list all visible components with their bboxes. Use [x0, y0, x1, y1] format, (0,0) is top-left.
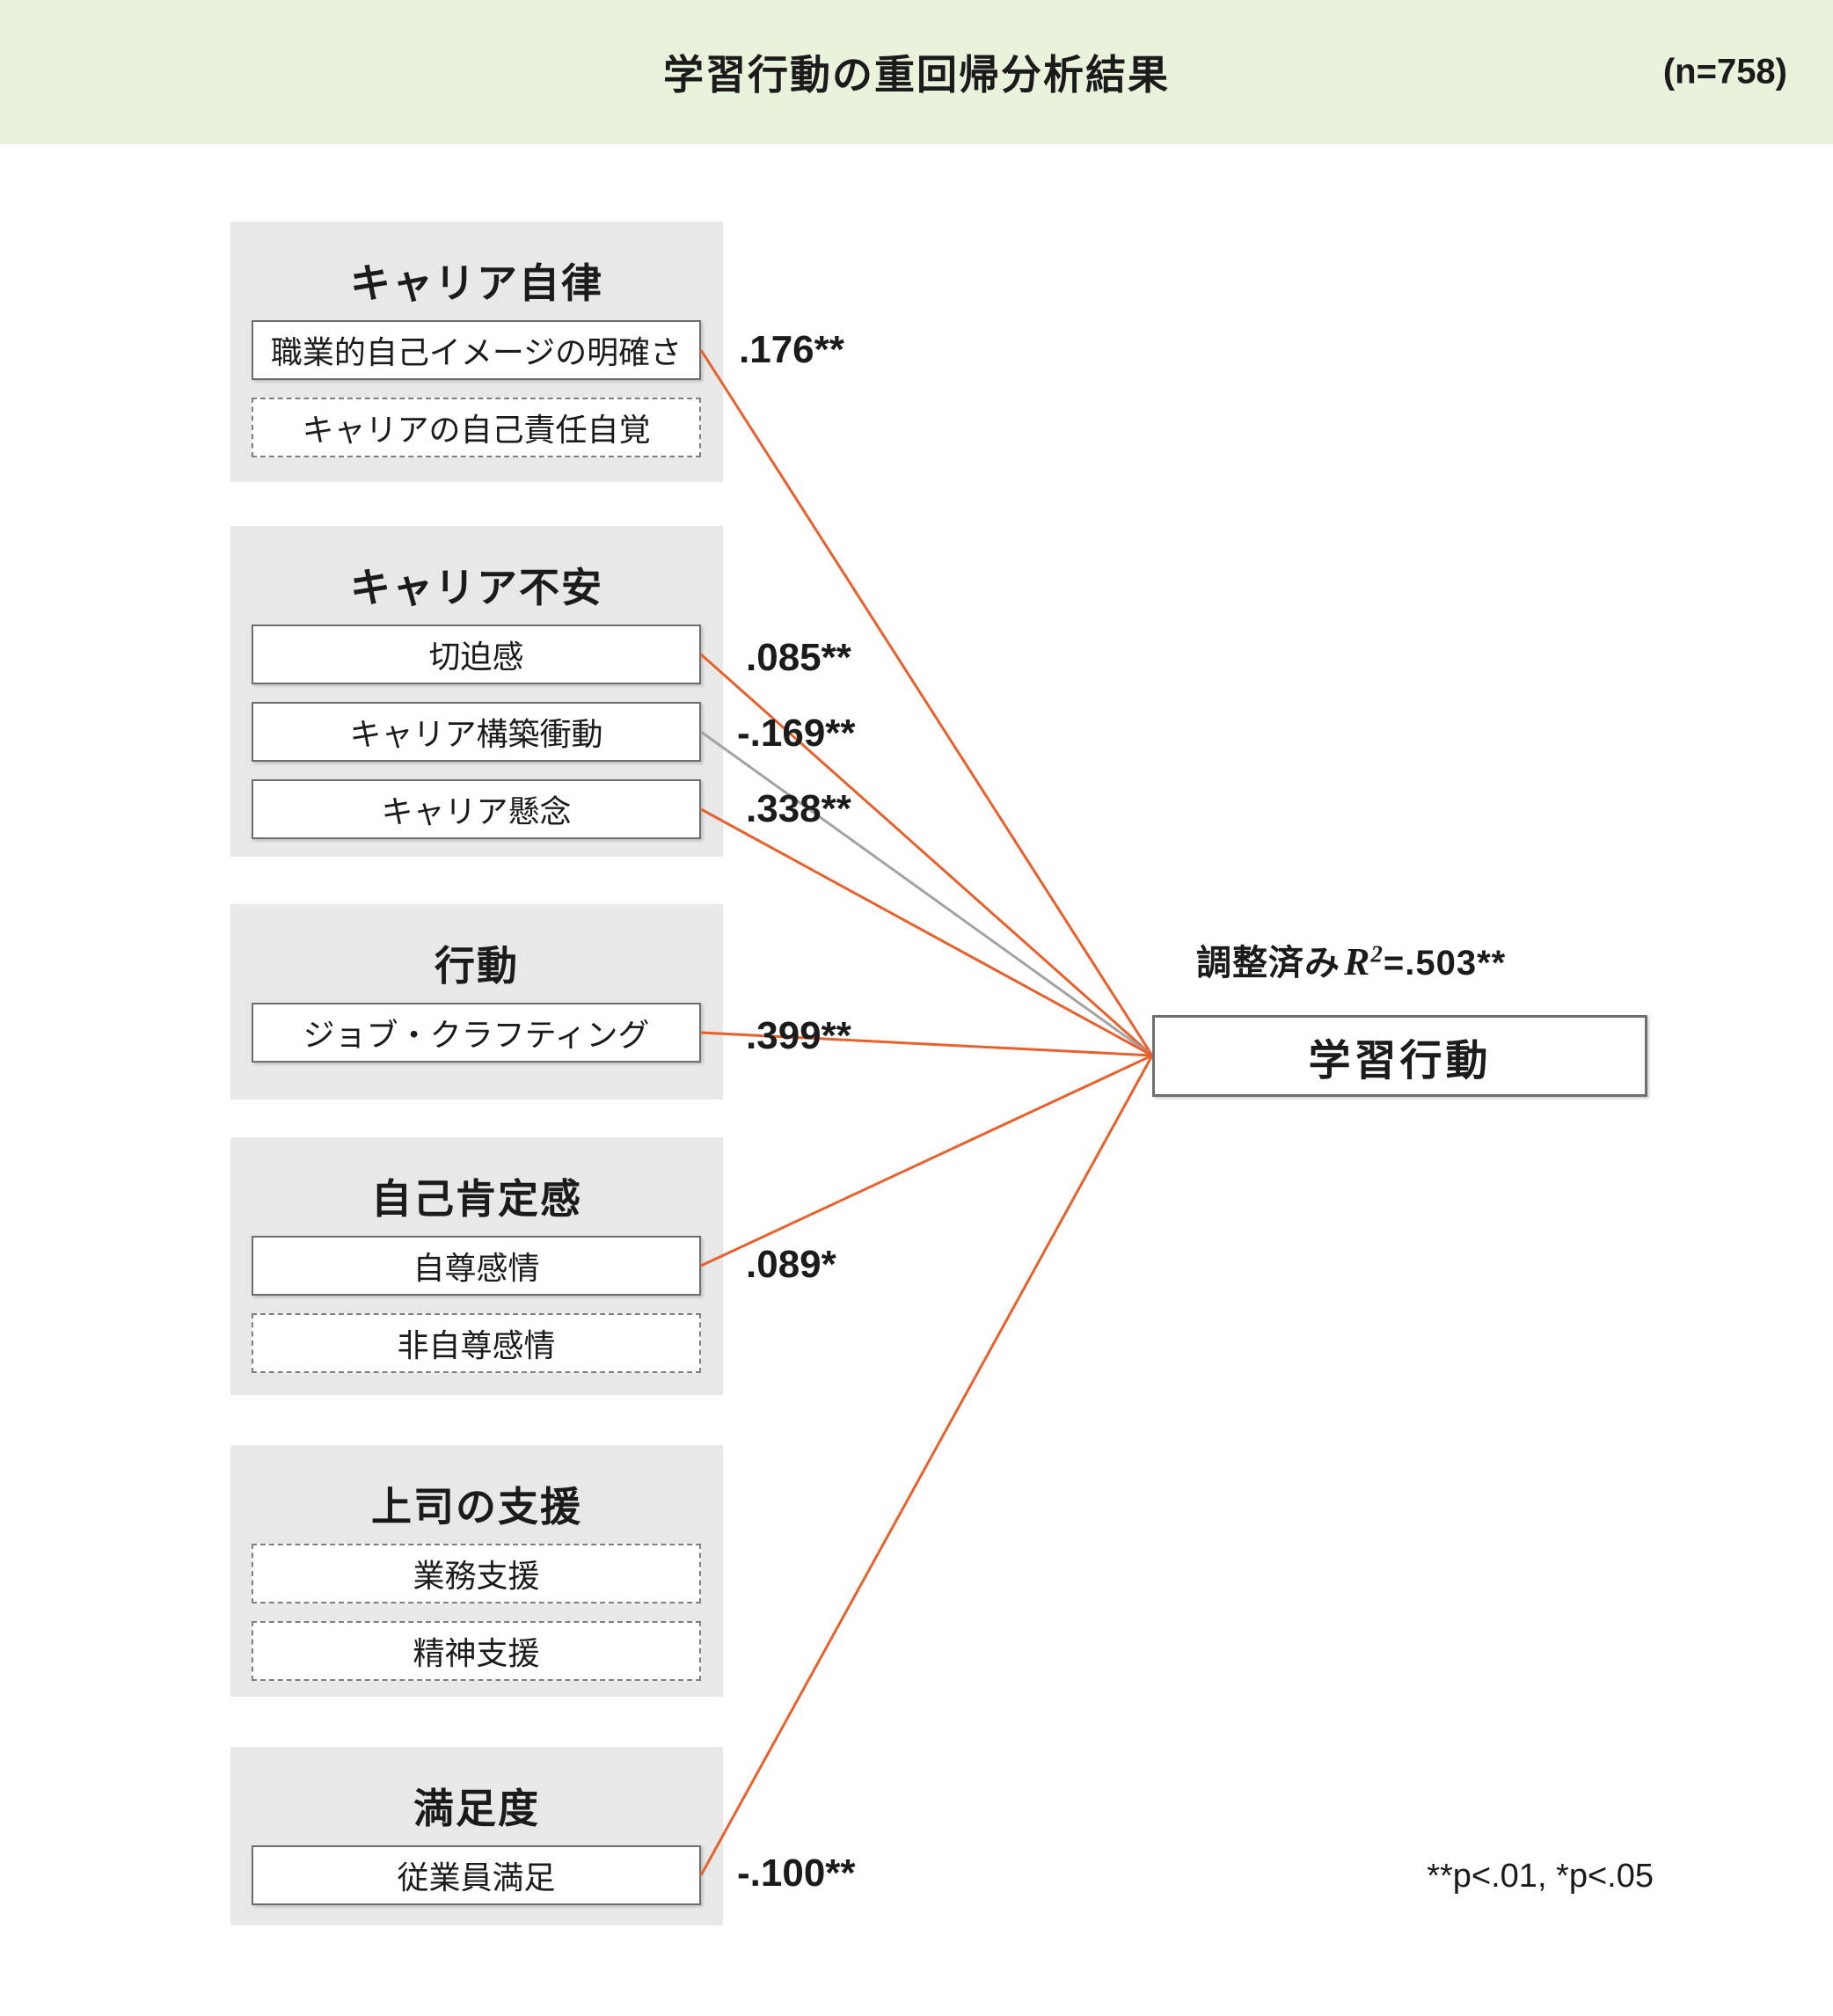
page-title: 学習行動の重回帰分析結果: [663, 52, 1170, 98]
path-line: [700, 1054, 1153, 1267]
path-line: [699, 349, 1154, 1056]
item-box: キャリア懸念: [252, 779, 701, 839]
path-line: [700, 730, 1153, 1057]
item-box: 自尊感情: [252, 1236, 701, 1296]
coefficient-label: -.100**: [737, 1852, 856, 1895]
header-band: 学習行動の重回帰分析結果 (n=758): [0, 0, 1833, 144]
item-box: 業務支援: [252, 1544, 701, 1603]
r2-prefix: 調整済み: [1196, 944, 1340, 982]
item-box: 切迫感: [252, 625, 701, 684]
group-box: 上司の支援業務支援精神支援: [230, 1445, 723, 1697]
item-box: 職業的自己イメージの明確さ: [252, 320, 701, 380]
item-box: 非自尊感情: [252, 1313, 701, 1373]
group-box: キャリア不安切迫感キャリア構築衝動キャリア懸念: [230, 526, 723, 857]
sample-size-label: (n=758): [1662, 52, 1787, 91]
coefficient-label: .089*: [746, 1243, 836, 1286]
group-title: 行動: [435, 943, 519, 989]
r2-variable: R: [1344, 940, 1371, 983]
coefficient-label: .176**: [739, 328, 844, 371]
r2-superscript: 2: [1370, 940, 1384, 968]
coefficient-label: -.169**: [737, 712, 856, 755]
outcome-box: 学習行動: [1152, 1015, 1647, 1097]
r-squared-label: 調整済みR2=.503**: [1196, 934, 1506, 985]
item-box: キャリアの自己責任自覚: [252, 398, 701, 457]
item-box: ジョブ・クラフティング: [252, 1003, 701, 1063]
group-box: 満足度従業員満足: [230, 1747, 723, 1925]
coefficient-label: .399**: [746, 1014, 851, 1057]
item-box: 従業員満足: [252, 1845, 701, 1905]
group-box: 行動ジョブ・クラフティング: [230, 904, 723, 1099]
group-box: キャリア自律職業的自己イメージの明確さキャリアの自己責任自覚: [230, 222, 723, 482]
coefficient-label: .085**: [746, 636, 851, 679]
group-title: 上司の支援: [371, 1484, 582, 1530]
outcome-label: 学習行動: [1308, 1037, 1492, 1085]
group-box: 自己肯定感自尊感情非自尊感情: [230, 1137, 723, 1395]
group-title: 自己肯定感: [371, 1176, 582, 1222]
item-box: 精神支援: [252, 1621, 701, 1681]
significance-footnote: **p<.01, *p<.05: [1427, 1858, 1654, 1895]
group-title: キャリア自律: [350, 260, 603, 306]
path-line: [699, 1055, 1154, 1876]
r2-value: =.503**: [1383, 944, 1507, 982]
coefficient-label: .338**: [746, 787, 851, 830]
group-title: キャリア不安: [350, 565, 603, 610]
item-box: キャリア構築衝動: [252, 702, 701, 762]
group-title: 満足度: [413, 1786, 540, 1831]
